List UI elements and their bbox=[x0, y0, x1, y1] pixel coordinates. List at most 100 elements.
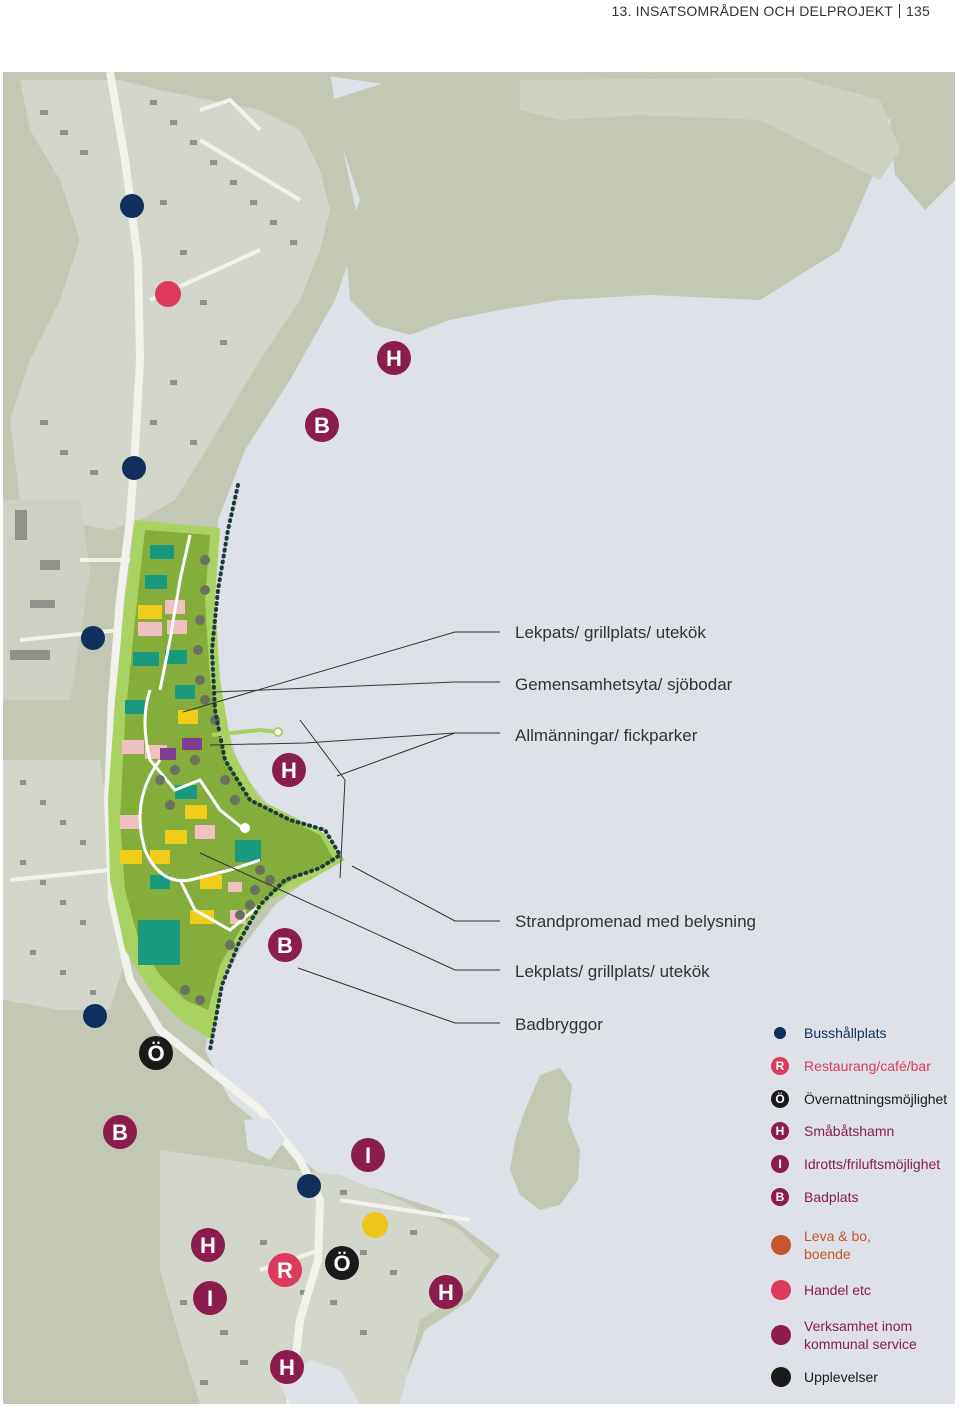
callout-lekplats-1: Lekpats/ grillplats/ utekök bbox=[515, 623, 706, 642]
main-road bbox=[103, 72, 325, 1404]
svg-text:I: I bbox=[207, 1286, 213, 1311]
svg-text:H: H bbox=[776, 1124, 785, 1138]
svg-text:B: B bbox=[776, 1190, 785, 1204]
svg-text:B: B bbox=[314, 413, 330, 438]
legend-smabatshamn-icon bbox=[771, 1122, 789, 1140]
legend-badplats-icon bbox=[771, 1188, 789, 1206]
pier bbox=[211, 727, 279, 737]
svg-text:R: R bbox=[776, 1059, 785, 1073]
legend-upplevelser-icon bbox=[771, 1367, 791, 1387]
legend-item-smabatshamn: H Småbåtshamn bbox=[771, 1122, 894, 1140]
legend-item-badplats: B Badplats bbox=[771, 1188, 858, 1206]
callout-gemensamhetsyta: Gemensamhetsyta/ sjöbodar bbox=[515, 675, 733, 694]
marker-smabatshamn[interactable]: H bbox=[377, 341, 411, 375]
legend-label: Övernattningsmöjlighet bbox=[804, 1090, 947, 1107]
legend-label: Småbåtshamn bbox=[804, 1123, 894, 1139]
svg-text:B: B bbox=[112, 1120, 128, 1145]
svg-text:I: I bbox=[365, 1143, 371, 1168]
legend-leva-icon bbox=[771, 1235, 791, 1255]
legend-restaurang-icon bbox=[771, 1057, 789, 1075]
marker-overnattning[interactable]: Ö bbox=[325, 1246, 359, 1280]
header-text: 13. INSATSOMRÅDEN OCH DELPROJEKT 135 bbox=[612, 3, 931, 19]
legend-label: Idrotts/friluftsmöjlighet bbox=[804, 1156, 940, 1172]
svg-text:Ö: Ö bbox=[775, 1091, 784, 1106]
svg-text:H: H bbox=[281, 758, 297, 783]
svg-text:Ö: Ö bbox=[147, 1041, 164, 1066]
legend-item-overnattning: Ö Övernattningsmöjlighet bbox=[771, 1090, 947, 1108]
marker-badplats[interactable]: B bbox=[268, 928, 302, 962]
header-page-number: 135 bbox=[906, 3, 930, 19]
callout-leaders bbox=[182, 631, 500, 1024]
land-northeast bbox=[300, 72, 955, 210]
header-section: 13. INSATSOMRÅDEN OCH DELPROJEKT bbox=[611, 3, 894, 19]
svg-text:Ö: Ö bbox=[333, 1251, 350, 1276]
legend-label: Upplevelser bbox=[804, 1369, 878, 1385]
legend-label: Handel etc bbox=[804, 1282, 871, 1298]
legend-item-idrott: I Idrotts/friluftsmöjlighet bbox=[771, 1155, 940, 1173]
bus-stop-marker[interactable] bbox=[83, 1004, 107, 1028]
legend-item-upplevelser: Upplevelser bbox=[771, 1367, 878, 1387]
activity-marker[interactable] bbox=[362, 1212, 388, 1238]
marker-idrott[interactable]: I bbox=[193, 1281, 227, 1315]
marker-badplats[interactable]: B bbox=[305, 408, 339, 442]
legend-label: Restaurang/café/bar bbox=[804, 1058, 931, 1074]
svg-text:H: H bbox=[386, 346, 402, 371]
legend-label: Busshållplats bbox=[804, 1025, 887, 1041]
bus-stop-marker[interactable] bbox=[120, 194, 144, 218]
callout-lekplats-2: Lekplats/ grillplats/ utekök bbox=[515, 962, 710, 981]
roundabout bbox=[240, 823, 250, 833]
legend-item-leva: Leva & bo,boende bbox=[771, 1228, 871, 1262]
legend-item-restaurang: R Restaurang/café/bar bbox=[771, 1057, 931, 1075]
urban-west bbox=[3, 760, 125, 1010]
header-divider bbox=[899, 4, 901, 18]
marker-restaurang[interactable]: R bbox=[268, 1253, 302, 1287]
land-northeast-interior bbox=[330, 72, 890, 335]
bus-stop-marker[interactable] bbox=[297, 1174, 321, 1198]
marker-idrott[interactable]: I bbox=[351, 1138, 385, 1172]
callout-strandpromenad: Strandpromenad med belysning bbox=[515, 912, 756, 931]
south-pond bbox=[244, 1118, 285, 1160]
legend-idrott-icon bbox=[771, 1155, 789, 1173]
handel-marker[interactable] bbox=[155, 281, 181, 307]
bus-stop-marker[interactable] bbox=[122, 456, 146, 480]
pier-end bbox=[273, 727, 283, 737]
svg-text:B: B bbox=[277, 933, 293, 958]
plan-streets bbox=[138, 534, 261, 932]
callout-labels: Lekpats/ grillplats/ utekök Gemensamhets… bbox=[515, 623, 756, 1034]
legend-overnattning-icon bbox=[771, 1090, 789, 1108]
urban-south bbox=[160, 1150, 490, 1404]
shore-field bbox=[520, 78, 900, 180]
strandpromenad-path bbox=[208, 483, 343, 1052]
legend-item-handel: Handel etc bbox=[771, 1280, 871, 1300]
legend-kommunal-icon bbox=[771, 1325, 791, 1345]
marker-smabatshamn[interactable]: H bbox=[270, 1350, 304, 1384]
legend: Busshållplats R Restaurang/café/bar Ö Öv… bbox=[771, 1025, 947, 1387]
side-road bbox=[9, 97, 471, 1272]
letter-markers: H B H B Ö B I H R Ö I H H bbox=[103, 341, 463, 1384]
legend-handel-icon bbox=[771, 1280, 791, 1300]
callout-allmanningar: Allmänningar/ fickparker bbox=[515, 726, 698, 745]
marker-smabatshamn[interactable]: H bbox=[272, 753, 306, 787]
legend-label: Leva & bo,boende bbox=[804, 1228, 871, 1262]
buildings bbox=[10, 100, 417, 1385]
marker-badplats[interactable]: B bbox=[103, 1115, 137, 1149]
marker-smabatshamn[interactable]: H bbox=[429, 1275, 463, 1309]
bus-stop-marker[interactable] bbox=[81, 626, 105, 650]
svg-text:H: H bbox=[200, 1233, 216, 1258]
svg-text:H: H bbox=[438, 1280, 454, 1305]
svg-text:R: R bbox=[277, 1258, 293, 1283]
marker-overnattning[interactable]: Ö bbox=[139, 1036, 173, 1070]
svg-text:H: H bbox=[279, 1355, 295, 1380]
legend-label: Badplats bbox=[804, 1189, 858, 1205]
bus-stops bbox=[81, 194, 321, 1198]
svg-text:I: I bbox=[778, 1157, 781, 1171]
island bbox=[510, 1068, 580, 1210]
legend-item-buss: Busshållplats bbox=[774, 1025, 887, 1041]
callout-badbryggor: Badbryggor bbox=[515, 1015, 603, 1034]
page-header: 13. INSATSOMRÅDEN OCH DELPROJEKT 135 bbox=[0, 0, 960, 24]
marker-smabatshamn[interactable]: H bbox=[191, 1228, 225, 1262]
legend-bus-icon bbox=[774, 1027, 786, 1039]
